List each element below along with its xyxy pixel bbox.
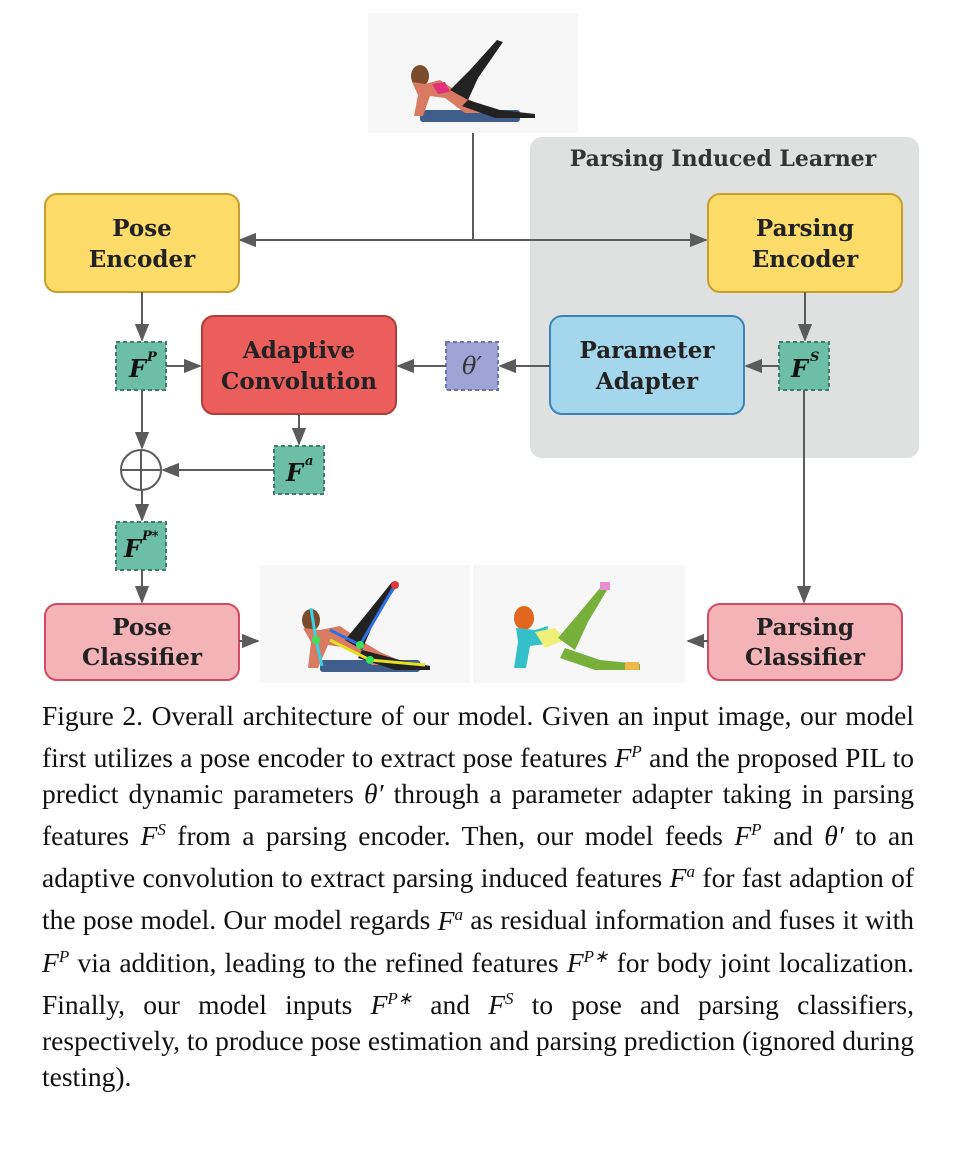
parsing-classifier-box: Parsing Classifier	[707, 603, 903, 681]
svg-text:Encoder: Encoder	[752, 246, 859, 273]
panel-title: Parsing Induced Learner	[570, 146, 877, 172]
feature-fa: F a	[273, 445, 325, 495]
svg-text:Adaptive: Adaptive	[242, 337, 355, 364]
arrows	[134, 292, 813, 649]
pose-encoder-box: Pose Encoder	[44, 193, 240, 293]
feature-fp: F P	[115, 341, 167, 391]
svg-text:Parameter: Parameter	[580, 337, 716, 364]
svg-text:Classifier: Classifier	[745, 644, 866, 671]
addition-node	[120, 449, 162, 491]
svg-text:θ′: θ′	[462, 352, 482, 380]
svg-text:a: a	[305, 454, 313, 469]
figure-caption: Figure 2. Overall architecture of our mo…	[42, 700, 915, 1092]
input-image	[368, 13, 578, 133]
svg-text:P*: P*	[141, 529, 159, 544]
svg-text:S: S	[810, 350, 819, 365]
theta-parameters: θ′	[445, 341, 499, 391]
svg-text:Parsing: Parsing	[756, 614, 854, 641]
pose-estimation-image	[260, 565, 470, 683]
svg-text:Encoder: Encoder	[89, 246, 196, 273]
svg-text:Convolution: Convolution	[221, 368, 377, 395]
svg-text:Adapter: Adapter	[595, 368, 699, 395]
svg-text:Parsing: Parsing	[756, 215, 854, 242]
parsing-encoder-box: Parsing Encoder	[707, 193, 903, 293]
architecture-diagram: Parsing Induced Learner Pose Encoder Par…	[44, 13, 919, 683]
adaptive-convolution-box: Adaptive Convolution	[201, 315, 397, 415]
feature-fs: F S	[778, 341, 830, 391]
svg-text:F: F	[128, 354, 148, 383]
parsing-prediction-image	[473, 565, 685, 683]
svg-text:Pose: Pose	[112, 614, 172, 641]
svg-text:Classifier: Classifier	[82, 644, 203, 671]
svg-text:F: F	[790, 354, 810, 383]
caption-label: Figure 2.	[42, 700, 144, 731]
parameter-adapter-box: Parameter Adapter	[549, 315, 745, 415]
svg-text:Pose: Pose	[112, 215, 172, 242]
feature-fp-star: F P*	[115, 521, 167, 571]
svg-text:P: P	[146, 350, 158, 365]
svg-text:F: F	[123, 534, 143, 563]
svg-text:F: F	[285, 458, 305, 487]
pose-classifier-box: Pose Classifier	[44, 603, 240, 681]
